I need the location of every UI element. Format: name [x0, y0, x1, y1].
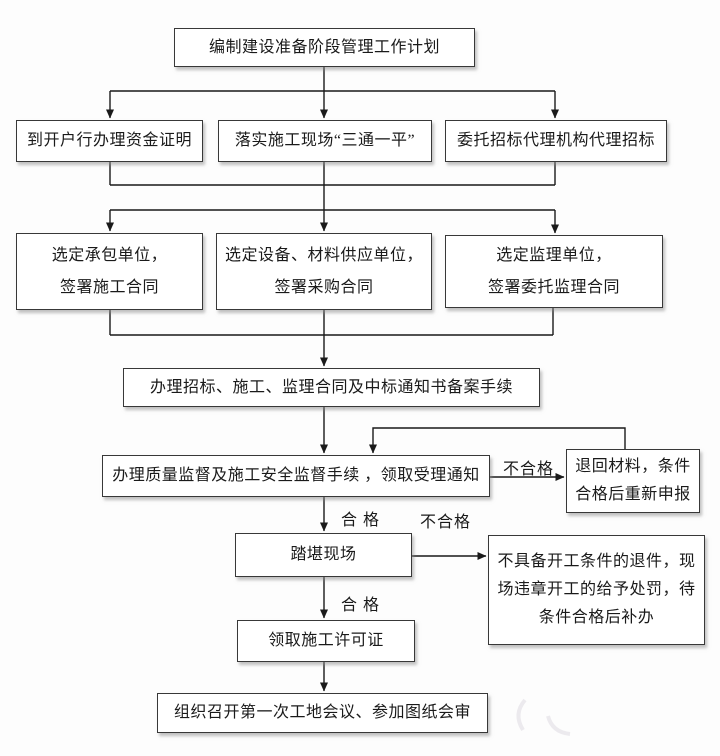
flow-node-quality: 办理质量监督及施工安全监督手续 ，领取受理通知 [102, 455, 490, 497]
flow-node-contractor: 选定承包单位， 签署施工合同 [16, 233, 203, 310]
edge-label-fail-quality: 不合格 [503, 461, 555, 478]
edge-label-fail-visit: 不合格 [420, 514, 472, 531]
flow-node-site-visit: 踏堪现场 [235, 533, 412, 577]
flow-node-filing: 办理招标、施工、监理合同及中标通知书备案手续 [123, 368, 540, 407]
flow-node-fund: 到开户行办理资金证明 [16, 120, 203, 162]
flow-node-first-meeting: 组织召开第一次工地会议、参加图纸会审 [157, 693, 488, 733]
flow-node-permit: 领取施工许可证 [237, 620, 415, 662]
edge-label-pass-visit: 合 格 [341, 597, 381, 614]
flow-node-site-prep: 落实施工现场“三通一平” [218, 120, 432, 162]
flow-node-agency: 委托招标代理机构代理招标 [445, 120, 667, 162]
flow-node-return-materials: 退回材料，条件 合格后重新申报 [566, 449, 700, 513]
flow-node-plan: 编制建设准备阶段管理工作计划 [174, 28, 475, 67]
edge-label-pass-quality: 合 格 [341, 512, 381, 529]
flow-node-supplier: 选定设备、材料供应单位， 签署采购合同 [216, 233, 432, 310]
flow-node-supervision: 选定监理单位， 签署委托监理合同 [445, 235, 663, 308]
connector-feedback-loop [369, 427, 626, 454]
flow-node-reject: 不具备开工条件的退件，现 场违章开工的给予处罚，待 条件合格后补办 [488, 535, 705, 645]
watermark [516, 698, 571, 736]
